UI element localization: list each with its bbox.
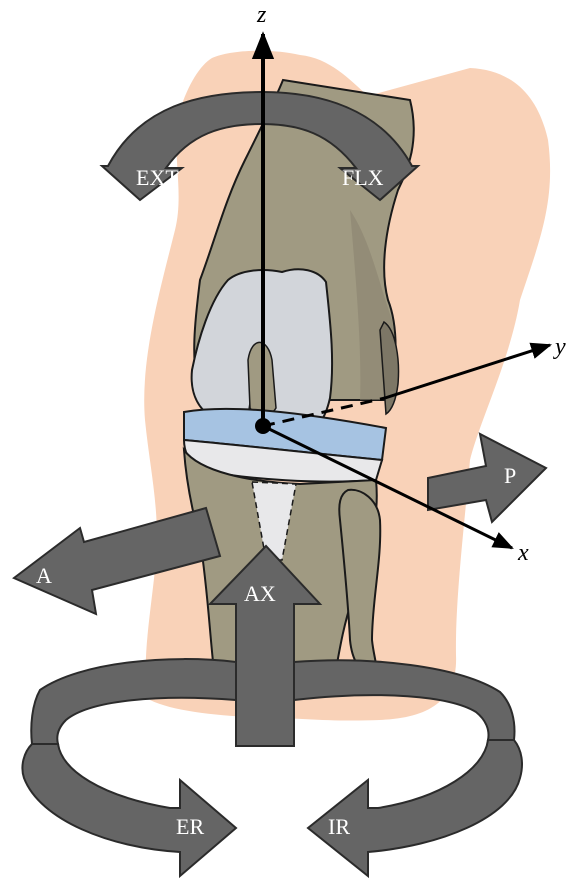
external-rotation-label: ER xyxy=(176,814,204,839)
z-axis-label: z xyxy=(256,2,267,28)
y-axis-label: y xyxy=(553,334,566,360)
coordinate-origin xyxy=(255,418,271,434)
extension-label: EXT xyxy=(136,165,179,190)
internal-rotation-label: IR xyxy=(328,814,350,839)
flexion-label: FLX xyxy=(342,165,384,190)
internal-rotation-arrow xyxy=(308,740,522,876)
anterior-label: A xyxy=(36,563,52,588)
posterior-label: P xyxy=(504,463,516,488)
axial-label: AX xyxy=(244,581,276,606)
x-axis-label: x xyxy=(517,540,529,566)
external-rotation-arrow xyxy=(22,744,236,876)
